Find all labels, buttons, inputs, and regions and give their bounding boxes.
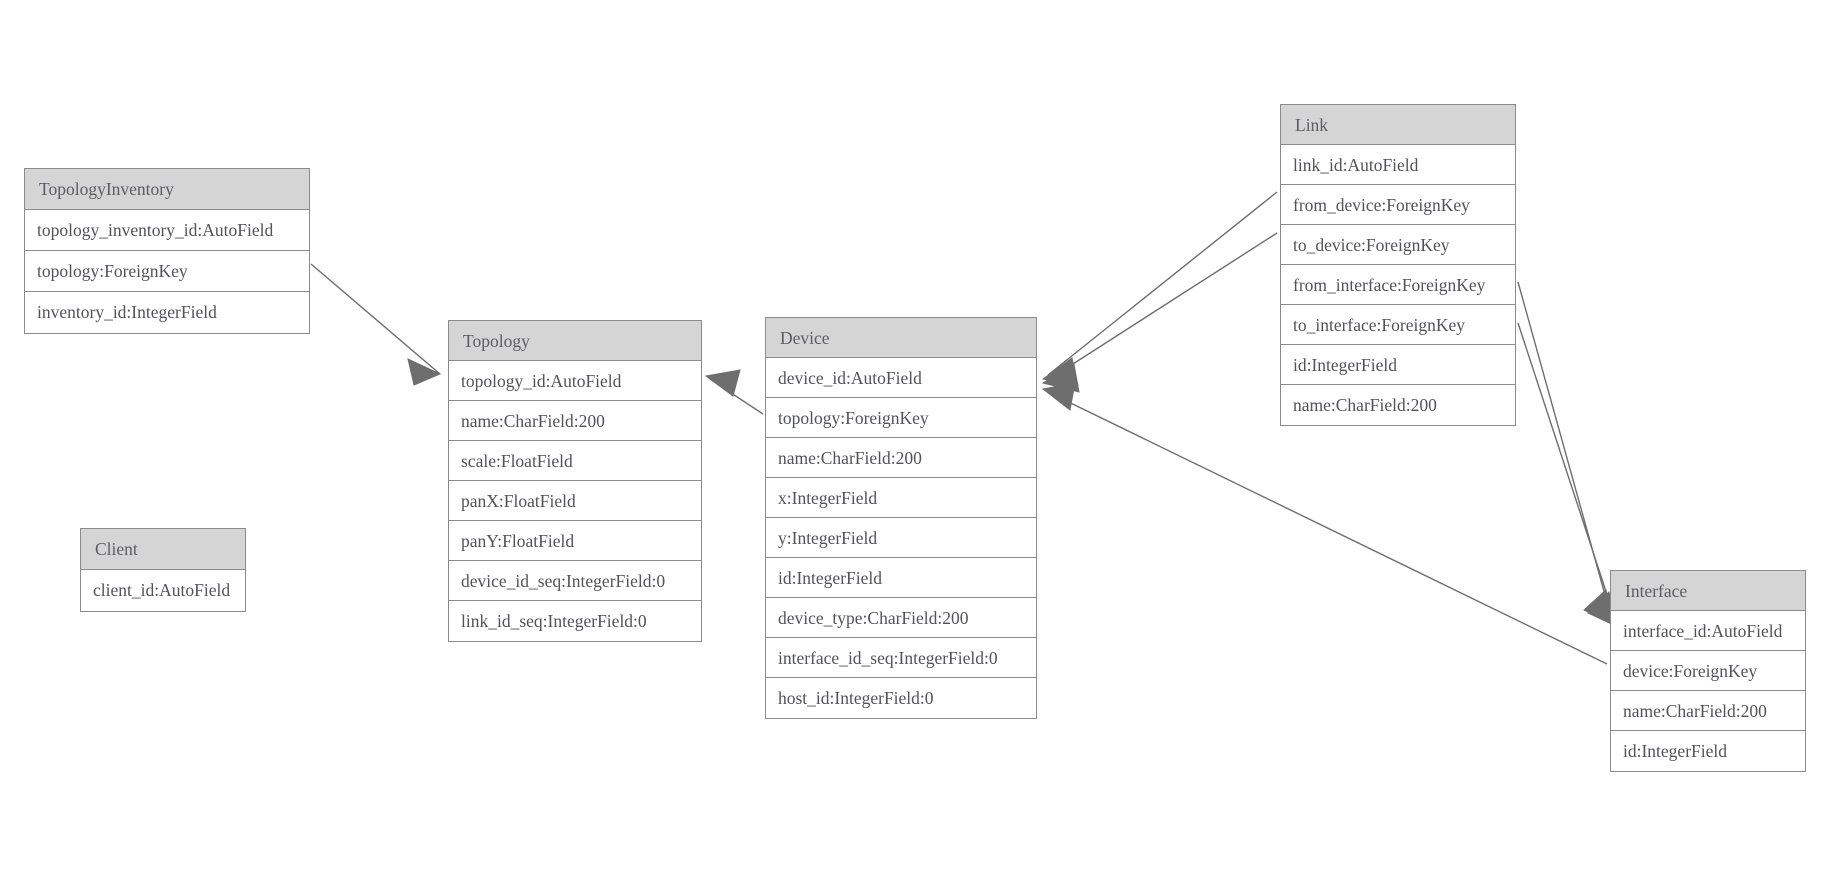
entity-field-row[interactable]: id:IntegerField — [1611, 731, 1805, 771]
arrowhead-icon — [407, 358, 442, 386]
entity-field-row[interactable]: name:CharField:200 — [449, 401, 701, 441]
entity-field-row[interactable]: to_device:ForeignKey — [1281, 225, 1515, 265]
relation-rel-device-topology — [704, 369, 764, 415]
entity-field-row[interactable]: link_id_seq:IntegerField:0 — [449, 601, 701, 641]
relation-line — [1047, 191, 1278, 376]
entity-field-row[interactable]: topology:ForeignKey — [766, 398, 1036, 438]
arrowhead-icon — [704, 369, 741, 397]
entity-title-topology_inventory: TopologyInventory — [25, 169, 309, 210]
entity-field-row[interactable]: topology_id:AutoField — [449, 361, 701, 401]
arrowhead-icon — [1041, 363, 1080, 393]
entity-field-row[interactable]: name:CharField:200 — [766, 438, 1036, 478]
entity-field-row[interactable]: device_type:CharField:200 — [766, 598, 1036, 638]
entity-title-link: Link — [1281, 105, 1515, 145]
arrowhead-icon — [1041, 382, 1076, 411]
entity-field-row[interactable]: id:IntegerField — [766, 558, 1036, 598]
entity-field-row[interactable]: device:ForeignKey — [1611, 651, 1805, 691]
entity-field-row[interactable]: from_device:ForeignKey — [1281, 185, 1515, 225]
entity-title-client: Client — [81, 529, 245, 570]
entity-field-row[interactable]: client_id:AutoField — [81, 570, 245, 611]
entity-field-row[interactable]: host_id:IntegerField:0 — [766, 678, 1036, 718]
relation-rel-link-from_interface-interface — [1517, 281, 1615, 626]
entity-field-row[interactable]: to_interface:ForeignKey — [1281, 305, 1515, 345]
arrowhead-icon — [1041, 357, 1079, 387]
entity-field-row[interactable]: interface_id_seq:IntegerField:0 — [766, 638, 1036, 678]
entity-field-row[interactable]: y:IntegerField — [766, 518, 1036, 558]
entity-title-device: Device — [766, 318, 1036, 358]
relation-line — [1517, 322, 1617, 623]
relation-rel-link-from_device-device — [1041, 191, 1278, 387]
entity-title-topology: Topology — [449, 321, 701, 361]
relation-line — [1047, 232, 1278, 381]
relation-line — [709, 378, 764, 415]
entity-field-row[interactable]: device_id_seq:IntegerField:0 — [449, 561, 701, 601]
entity-field-row[interactable]: x:IntegerField — [766, 478, 1036, 518]
relation-rel-topologyinventory-topology — [310, 263, 442, 386]
entity-field-row[interactable]: id:IntegerField — [1281, 345, 1515, 385]
entity-field-row[interactable]: device_id:AutoField — [766, 358, 1036, 398]
entity-field-row[interactable]: scale:FloatField — [449, 441, 701, 481]
entity-title-interface: Interface — [1611, 571, 1805, 611]
entity-field-row[interactable]: name:CharField:200 — [1611, 691, 1805, 731]
entity-field-row[interactable]: topology:ForeignKey — [25, 251, 309, 292]
entity-field-row[interactable]: interface_id:AutoField — [1611, 611, 1805, 651]
relation-line — [310, 263, 441, 375]
entity-field-row[interactable]: panY:FloatField — [449, 521, 701, 561]
entity-field-row[interactable]: panX:FloatField — [449, 481, 701, 521]
entity-field-row[interactable]: from_interface:ForeignKey — [1281, 265, 1515, 305]
relation-line — [1517, 281, 1613, 621]
relation-line — [1047, 391, 1608, 665]
entity-field-row[interactable]: topology_inventory_id:AutoField — [25, 210, 309, 251]
entity-field-row[interactable]: inventory_id:IntegerField — [25, 292, 309, 333]
entity-field-row[interactable]: link_id:AutoField — [1281, 145, 1515, 185]
relation-rel-link-to_interface-interface — [1517, 322, 1619, 628]
entity-field-row[interactable]: name:CharField:200 — [1281, 385, 1515, 425]
relation-rel-link-to_device-device — [1041, 232, 1278, 393]
